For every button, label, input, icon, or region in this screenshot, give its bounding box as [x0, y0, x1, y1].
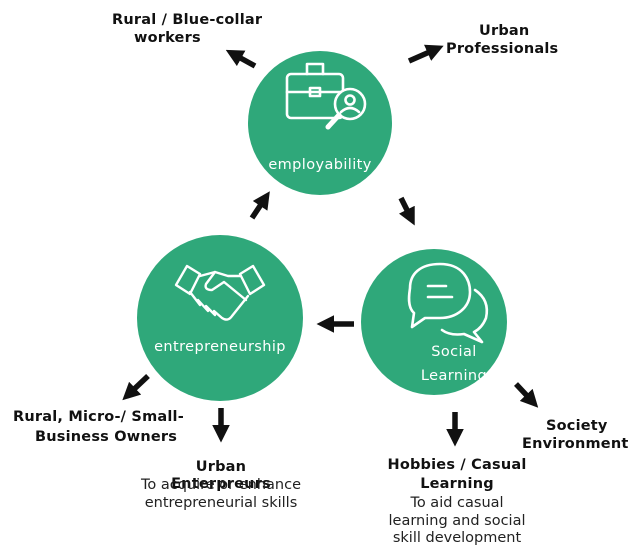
rural-blue-collar-line1: Rural / Blue-collar [112, 12, 263, 28]
briefcase-search-icon [285, 62, 367, 130]
arrow-to-rural-blue-collar [225, 49, 257, 69]
arrow-to-rural-micro [122, 374, 150, 401]
society-line2: Environment [522, 436, 629, 452]
arrow-to-society [513, 382, 539, 408]
arrow-employability-to-social [398, 196, 415, 226]
hobbies-title2: Learning [420, 476, 494, 492]
employability-circle [248, 51, 392, 195]
entrepreneurship-label: entrepreneurship [154, 339, 286, 355]
society-line1: Society [546, 418, 608, 434]
arrow-to-urban-professionals [407, 44, 444, 64]
hobbies-desc3: skill development [392, 530, 522, 546]
rural-micro-line2: Business Owners [35, 429, 178, 445]
entrepreneurship-circle [137, 235, 303, 401]
rural-micro-line1: Rural, Micro-/ Small- [13, 409, 184, 425]
arrow-entrepreneurship-to-employability [249, 191, 270, 220]
rural-blue-collar-line2: workers [134, 30, 201, 46]
chat-bubbles-icon [407, 262, 489, 344]
employability-label: employability [268, 157, 372, 173]
urban-professionals-line1: Urban [479, 23, 530, 39]
urban-entrepreneurs-title: Urban Enterpreurs [171, 459, 271, 492]
urban-professionals-line2: Professionals [446, 41, 559, 57]
hobbies-desc2: learning and social [388, 513, 526, 529]
urban-entrepreneurs-desc2: entrepreneurial skills [144, 495, 298, 511]
urban-entrepreneurs-desc1: To acquire or enhance [140, 477, 302, 493]
social-learning-label-line1: Social [431, 344, 477, 360]
hobbies-desc1: To aid casual [410, 495, 504, 511]
handshake-icon [174, 264, 266, 321]
hobbies-title1: Hobbies / Casual [387, 457, 527, 473]
social-learning-label-line2: Learning [420, 368, 488, 384]
